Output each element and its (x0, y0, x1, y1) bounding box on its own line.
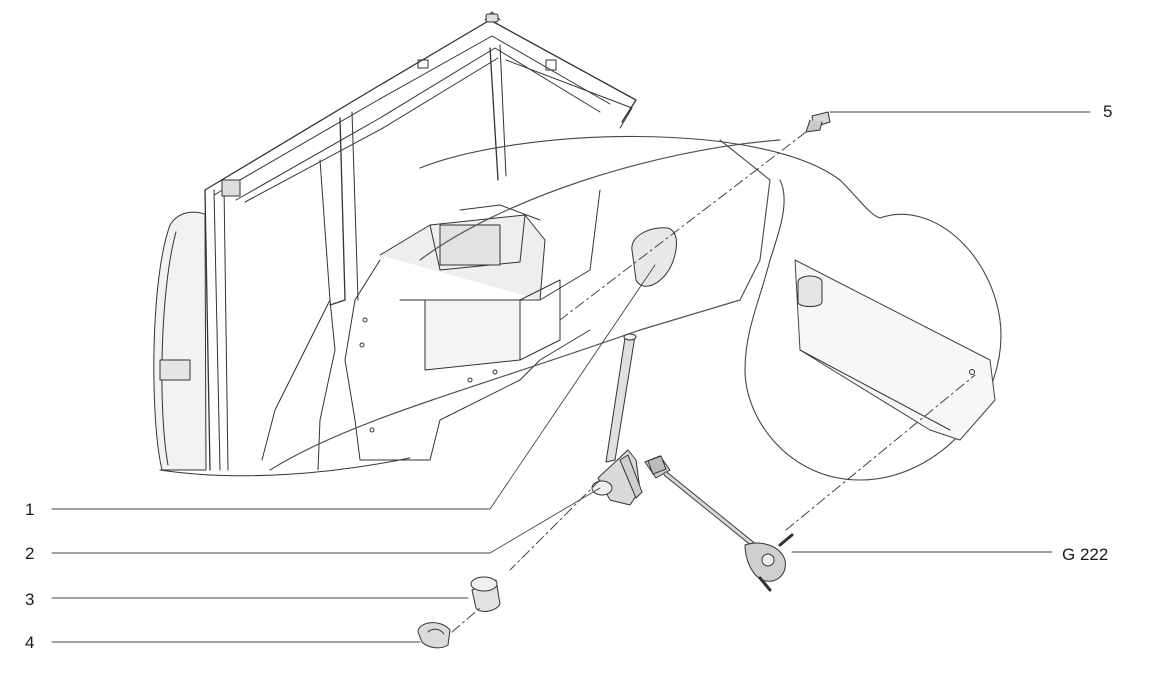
retaining-clip (417, 622, 451, 649)
callout-part-4: 4 (25, 633, 35, 652)
callout-part-5: 5 (1103, 102, 1113, 121)
bushing (470, 576, 501, 612)
callout-part-1: 1 (25, 500, 35, 519)
callout-part-3: 3 (25, 590, 35, 609)
lever-assembly (591, 227, 677, 506)
sensor-cable (644, 455, 794, 592)
screw (805, 111, 831, 133)
callout-part-g222: G 222 (1062, 545, 1109, 564)
assembly-lines (451, 131, 976, 633)
cab-outline (153, 11, 637, 477)
callout-part-2: 2 (25, 544, 35, 563)
detail-magnifier (419, 135, 1002, 481)
cab-floor-panel (269, 139, 781, 471)
leader-lines (51, 111, 1091, 643)
